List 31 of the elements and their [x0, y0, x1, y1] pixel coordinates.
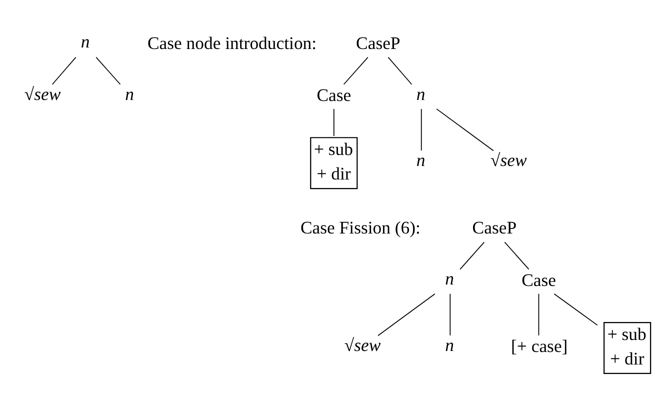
- node-box: + sub + dir: [310, 136, 358, 189]
- connector: [96, 56, 121, 84]
- connector: [504, 241, 530, 270]
- connector: [420, 108, 422, 150]
- connector: [378, 292, 436, 336]
- connector: [538, 292, 540, 336]
- node-text: Case: [522, 269, 556, 290]
- connector: [343, 56, 368, 84]
- connector: [52, 56, 76, 84]
- node-text: Case: [316, 84, 352, 104]
- node-text: n: [445, 334, 454, 355]
- label: Case node introduction:: [147, 32, 317, 52]
- node-text: [+ case]: [511, 336, 568, 356]
- label: Case Fission (6):: [300, 217, 420, 238]
- node-text: √sew: [490, 150, 527, 170]
- node-text: n: [416, 83, 426, 104]
- node-text: n: [445, 268, 454, 288]
- connector: [554, 292, 598, 326]
- node-text: n: [125, 83, 134, 104]
- connector: [460, 241, 485, 270]
- connector: [388, 56, 412, 84]
- node-text: √sew: [24, 83, 61, 104]
- node-text: CaseP: [472, 217, 517, 238]
- connector: [450, 292, 451, 336]
- connector: [436, 108, 494, 151]
- node-text: √sew: [344, 334, 381, 355]
- node-box: + sub + dir: [604, 321, 652, 374]
- connector: [333, 108, 334, 136]
- node-text: n: [80, 31, 90, 52]
- node-text: n: [416, 150, 426, 170]
- node-text: CaseP: [356, 32, 400, 52]
